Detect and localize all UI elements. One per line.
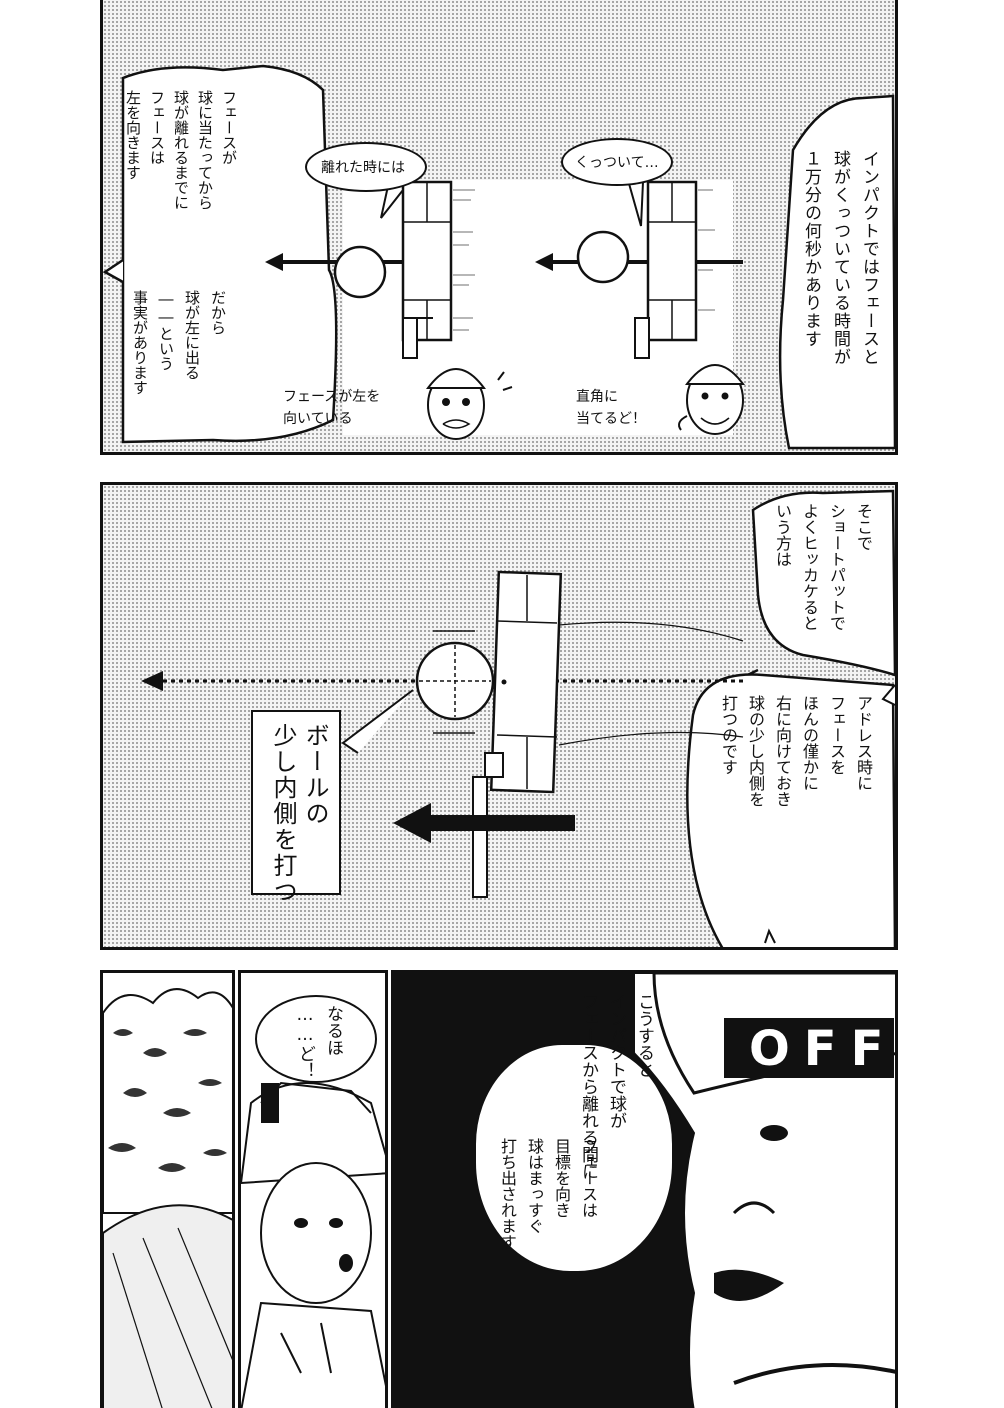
- narration-top: そこで ショートパットで よくヒッカケると いう方は: [773, 503, 873, 631]
- speech-bubble-listener: [255, 995, 377, 1083]
- golfer-face-worried-icon: [426, 368, 513, 440]
- speech-coach-text: こうすると インパクトで球が フェースから離れる間に: [578, 993, 654, 1180]
- narration-bottom: アドレス時に フェースを ほんの僅かに 右に向けておき 球の少し内側を 打つので…: [719, 695, 873, 807]
- label-box: [251, 710, 341, 895]
- bubble-text-attached: くっついて…: [575, 155, 659, 171]
- narration-left-bottom: だから 球が左に出る ――という 事実があります: [131, 290, 227, 395]
- cap-lettering: OFF: [749, 1021, 898, 1077]
- speech-listener-text: なるほ ……ど！: [295, 1005, 343, 1079]
- caption-confident: 直角に 当てるど！: [576, 389, 646, 427]
- listener-art: [241, 1081, 385, 1408]
- coach-art: [633, 973, 895, 1408]
- bubble-text-detached: 離れた時には: [321, 160, 405, 176]
- caption-worried: フェースが左を 向いている: [283, 389, 381, 427]
- panel-3b-listener: なるほ ……ど！: [238, 970, 388, 1408]
- speech-coach-text-2: フェースは 目標を向き 球はまっすぐ 打ち出されます: [498, 1138, 598, 1250]
- narration-left-top: フェースが 球に当たってから 球が離れるまでに フェースは 左を向きます: [124, 90, 238, 210]
- speech-bubble-coach: [474, 1043, 674, 1273]
- speech-bubble-detached: [305, 142, 427, 192]
- tree-scenery-art: [103, 988, 232, 1408]
- panel-1: 離れた時には くっついて… インパクトではフェースと 球がくっついている時間が …: [100, 0, 898, 455]
- panel-3a-scenery: [100, 970, 235, 1408]
- label-box-text: ボールの 少し内側を打つ: [269, 723, 329, 905]
- putter-diagram-left: [265, 180, 475, 359]
- golf-ball-crosshair-icon: [415, 630, 495, 734]
- panel-2-art: [141, 489, 895, 947]
- speech-bubble-attached: [561, 138, 673, 186]
- panel-2: ボールの 少し内側を打つ そこで ショートパットで よくヒッカケると いう方は …: [100, 482, 898, 950]
- putter-head-icon: [472, 570, 563, 898]
- narration-right: インパクトではフェースと 球がくっついている時間が １万分の何秒かあります: [801, 150, 879, 366]
- putter-diagram-right: [535, 180, 743, 359]
- golfer-face-confident-icon: [678, 364, 745, 435]
- panel-3c-coach: OFF こうすると インパクトで球が フェースから離れる間に フェースは 目標を…: [391, 970, 898, 1408]
- panel-1-art: [103, 64, 895, 450]
